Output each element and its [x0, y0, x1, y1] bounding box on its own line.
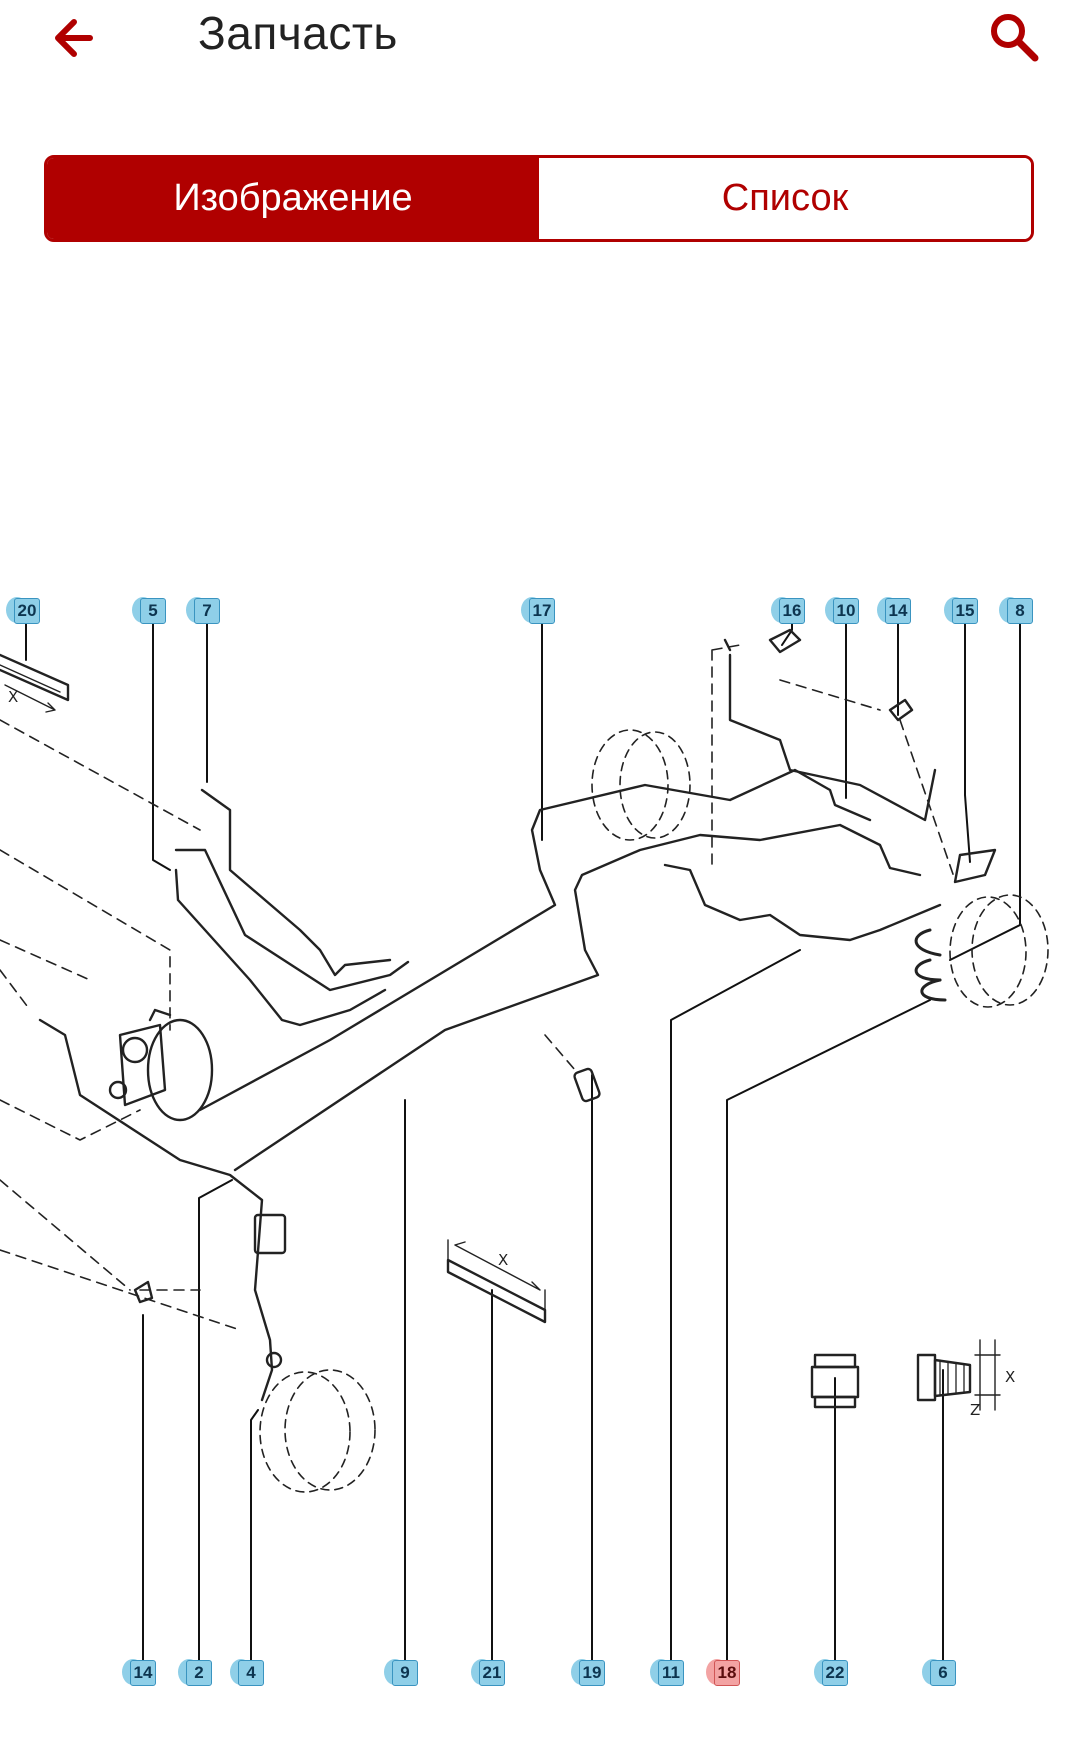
view-tabs: Изображение Список [44, 155, 1034, 242]
callout-20[interactable]: 20 [6, 597, 40, 624]
callout-8[interactable]: 8 [999, 597, 1033, 624]
dimension-label-x: X [1005, 1368, 1015, 1386]
brake-lines-drawing: X X X Z [0, 609, 1049, 1661]
callout-14[interactable]: 14 [122, 1659, 156, 1686]
parts-diagram: X X X Z 20 5 7 17 16 10 14 15 8 14 2 4 9… [0, 570, 1080, 1710]
tab-list[interactable]: Список [539, 158, 1031, 239]
callout-2[interactable]: 2 [178, 1659, 212, 1686]
callout-7[interactable]: 7 [186, 597, 220, 624]
callout-19[interactable]: 19 [571, 1659, 605, 1686]
callout-21[interactable]: 21 [471, 1659, 505, 1686]
dimension-label-z: Z [970, 1401, 980, 1419]
callout-11[interactable]: 11 [650, 1659, 684, 1686]
dimension-label-x: X [8, 688, 18, 706]
callout-18-highlighted[interactable]: 18 [706, 1659, 740, 1686]
dimension-label-x: X [498, 1251, 508, 1269]
callout-17[interactable]: 17 [521, 597, 555, 624]
callout-22[interactable]: 22 [814, 1659, 848, 1686]
callout-10[interactable]: 10 [825, 597, 859, 624]
callout-5[interactable]: 5 [132, 597, 166, 624]
tab-image[interactable]: Изображение [47, 158, 539, 239]
callout-4[interactable]: 4 [230, 1659, 264, 1686]
callout-14[interactable]: 14 [877, 597, 911, 624]
search-icon [991, 14, 1039, 62]
callout-9[interactable]: 9 [384, 1659, 418, 1686]
callout-6[interactable]: 6 [922, 1659, 956, 1686]
callout-15[interactable]: 15 [944, 597, 978, 624]
app-bar: Запчасть [0, 0, 1080, 80]
search-button[interactable] [985, 8, 1045, 68]
back-button[interactable] [48, 8, 108, 68]
page-title: Запчасть [198, 7, 398, 59]
callout-16[interactable]: 16 [771, 597, 805, 624]
arrow-left-icon [55, 19, 93, 57]
